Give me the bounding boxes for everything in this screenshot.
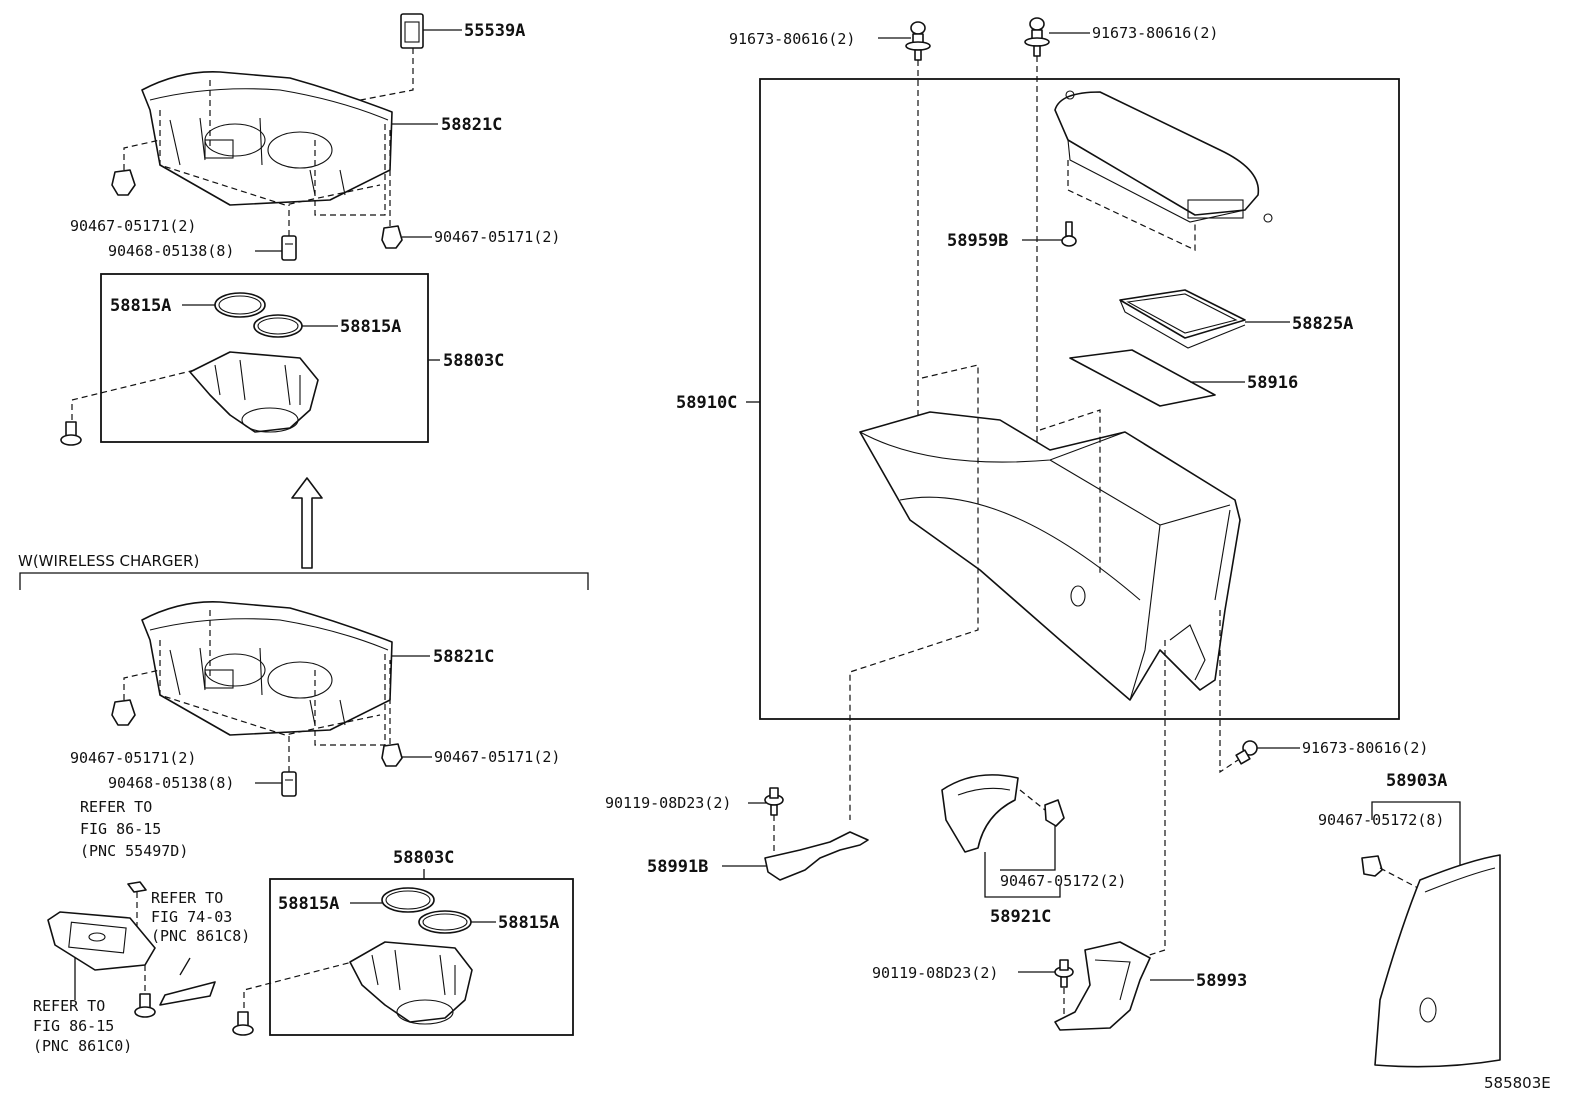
tray-58825A [1119,289,1246,349]
arrow-up-icon [291,477,323,569]
screw-58959B [1061,221,1077,247]
label-58803C-bottom: 58803C [393,848,454,868]
console-body-58910C [859,411,1241,701]
bolt-91673-b [1024,17,1050,57]
section-title: W(WIRELESS CHARGER) [18,552,199,570]
cup-holder-top [189,351,319,433]
label-90467-05171-d: 90467-05171(2) [434,748,560,766]
svg-text:REFER TO: REFER TO [151,889,223,907]
box-58910C [759,78,1400,720]
refer-note-2: REFER TO FIG 74-03 (PNC 861C8) [151,889,250,945]
label-55539A: 55539A [464,21,525,41]
label-58921C: 58921C [990,907,1051,927]
cup-holder-bottom [349,941,473,1025]
bolt-91673-c [1235,740,1258,765]
svg-text:(PNC 861C8): (PNC 861C8) [151,927,250,945]
clip-bottom-left [111,699,136,726]
label-90467-05172-a: 90467-05172(8) [1318,811,1444,829]
label-90467-05172-b: 90467-05172(2) [1000,872,1126,890]
label-90467-05171-b: 90467-05171(2) [434,228,560,246]
ring-58815A-a [214,292,266,318]
svg-text:FIG 86-15: FIG 86-15 [80,820,161,838]
clip-bottom-center [281,771,297,797]
armrest-lid [1054,90,1273,223]
small-bracket [127,881,147,893]
svg-text:FIG 86-15: FIG 86-15 [33,1017,114,1035]
label-58991B: 58991B [647,857,708,877]
part-58821C-top [141,71,393,206]
label-58821C-top: 58821C [441,115,502,135]
label-58903A: 58903A [1386,771,1447,791]
label-90468-05138-bottom: 90468-05138(8) [108,774,234,792]
bolt-90119-a [764,787,784,816]
label-58993: 58993 [1196,971,1247,991]
label-58815A-d: 58815A [498,913,559,933]
label-58815A-c: 58815A [278,894,339,914]
clip-top-right [381,225,403,249]
clip-top-left [111,169,136,196]
box-58803C-top [100,273,429,443]
clip-90467-05172-a [1361,855,1383,877]
screw-58803C-bottom [232,1011,254,1036]
label-91673-c: 91673-80616(2) [1302,739,1428,757]
bolt-90119-b [1054,959,1074,988]
label-58815A-a: 58815A [110,296,171,316]
label-58803C-top: 58803C [443,351,504,371]
label-91673-a: 91673-80616(2) [729,30,855,48]
section-bracket [19,572,589,590]
clip-top-center [281,235,297,261]
label-58821C-bottom: 58821C [433,647,494,667]
label-58815A-b: 58815A [340,317,401,337]
svg-text:REFER TO: REFER TO [80,798,152,816]
bolt-91673-a [905,21,931,61]
label-90467-05171-c: 90467-05171(2) [70,749,196,767]
part-58821C-bottom [141,601,393,736]
clip-90467-05172-b [1044,799,1065,827]
label-58825A: 58825A [1292,314,1353,334]
ring-58815A-c [381,887,435,913]
clip-bottom-right [381,743,403,767]
refer-note-1: REFER TO FIG 86-15 (PNC 55497D) [80,798,188,860]
svg-text:REFER TO: REFER TO [33,997,105,1015]
label-58916: 58916 [1247,373,1298,393]
side-panel-58903A [1374,854,1501,1068]
box-58803C-bottom [269,878,574,1036]
label-58910C: 58910C [676,393,737,413]
label-90119-b: 90119-08D23(2) [872,964,998,982]
mat-58916 [1069,349,1216,407]
cover-58921C [941,774,1019,853]
label-90468-05138-top: 90468-05138(8) [108,242,234,260]
screw-58803C-top [60,421,82,446]
refer-note-3: REFER TO FIG 86-15 (PNC 861C0) [33,997,132,1055]
svg-text:FIG 74-03: FIG 74-03 [151,908,232,926]
pad-sheet [159,981,216,1006]
bracket-58991B [764,831,869,881]
wireless-charger [47,911,156,971]
label-90467-05171-a: 90467-05171(2) [70,217,196,235]
part-55539A [400,13,462,49]
svg-text:(PNC 55497D): (PNC 55497D) [80,842,188,860]
label-90119-a: 90119-08D23(2) [605,794,731,812]
label-58959B: 58959B [947,231,1008,251]
label-91673-b: 91673-80616(2) [1092,24,1218,42]
svg-text:(PNC 861C0): (PNC 861C0) [33,1037,132,1055]
bracket-58993 [1054,941,1151,1031]
diagram-code: 585803E [1484,1074,1551,1092]
screw-charger [134,993,156,1018]
